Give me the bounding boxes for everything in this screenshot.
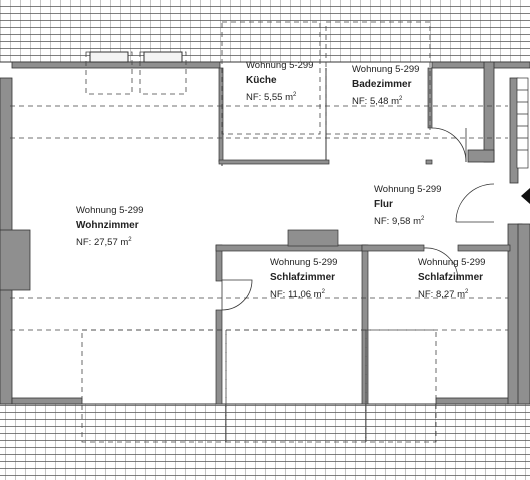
unit-name: Wohnung 5-299 <box>374 184 442 195</box>
room-name: Küche <box>246 75 277 86</box>
room-area: NF: 8,27 m2 <box>418 289 469 301</box>
room-label-flur: Wohnung 5-299 Flur NF: 9,58 m2 <box>374 182 441 229</box>
room-name: Flur <box>374 199 393 210</box>
room-label-schlafzimmer-2: Wohnung 5-299 Schlafzimmer NF: 8,27 m2 <box>418 255 485 302</box>
room-area: NF: 27,57 m2 <box>76 237 132 249</box>
room-label-schlafzimmer-1: Wohnung 5-299 Schlafzimmer NF: 11,06 m2 <box>270 255 337 302</box>
dashed-lines <box>10 21 508 443</box>
skylight-frames <box>89 51 183 63</box>
outer-walls <box>0 61 530 405</box>
shaft <box>516 77 529 169</box>
room-name: Schlafzimmer <box>270 272 336 283</box>
room-name: Schlafzimmer <box>418 272 484 283</box>
unit-name: Wohnung 5-299 <box>352 64 420 75</box>
room-label-badezimmer: Wohnung 5-299 Badezimmer NF: 5,48 m2 <box>352 62 419 109</box>
unit-name: Wohnung 5-299 <box>246 60 314 71</box>
room-name: Badezimmer <box>352 79 412 90</box>
room-label-kueche: Wohnung 5-299 Küche NF: 5,55 m2 <box>246 58 313 105</box>
entrance-arrow <box>521 188 530 204</box>
unit-name: Wohnung 5-299 <box>418 257 486 268</box>
floor-area <box>10 66 510 402</box>
roof-top <box>0 0 530 63</box>
unit-name: Wohnung 5-299 <box>76 205 144 216</box>
room-area: NF: 9,58 m2 <box>374 216 425 228</box>
unit-name: Wohnung 5-299 <box>270 257 338 268</box>
room-name: Wohnzimmer <box>76 220 139 231</box>
room-label-wohnzimmer: Wohnung 5-299 Wohnzimmer NF: 27,57 m2 <box>76 203 143 250</box>
interior-walls <box>215 67 511 405</box>
room-area: NF: 5,55 m2 <box>246 92 297 104</box>
room-area: NF: 11,06 m2 <box>270 289 325 301</box>
room-area: NF: 5,48 m2 <box>352 96 403 108</box>
